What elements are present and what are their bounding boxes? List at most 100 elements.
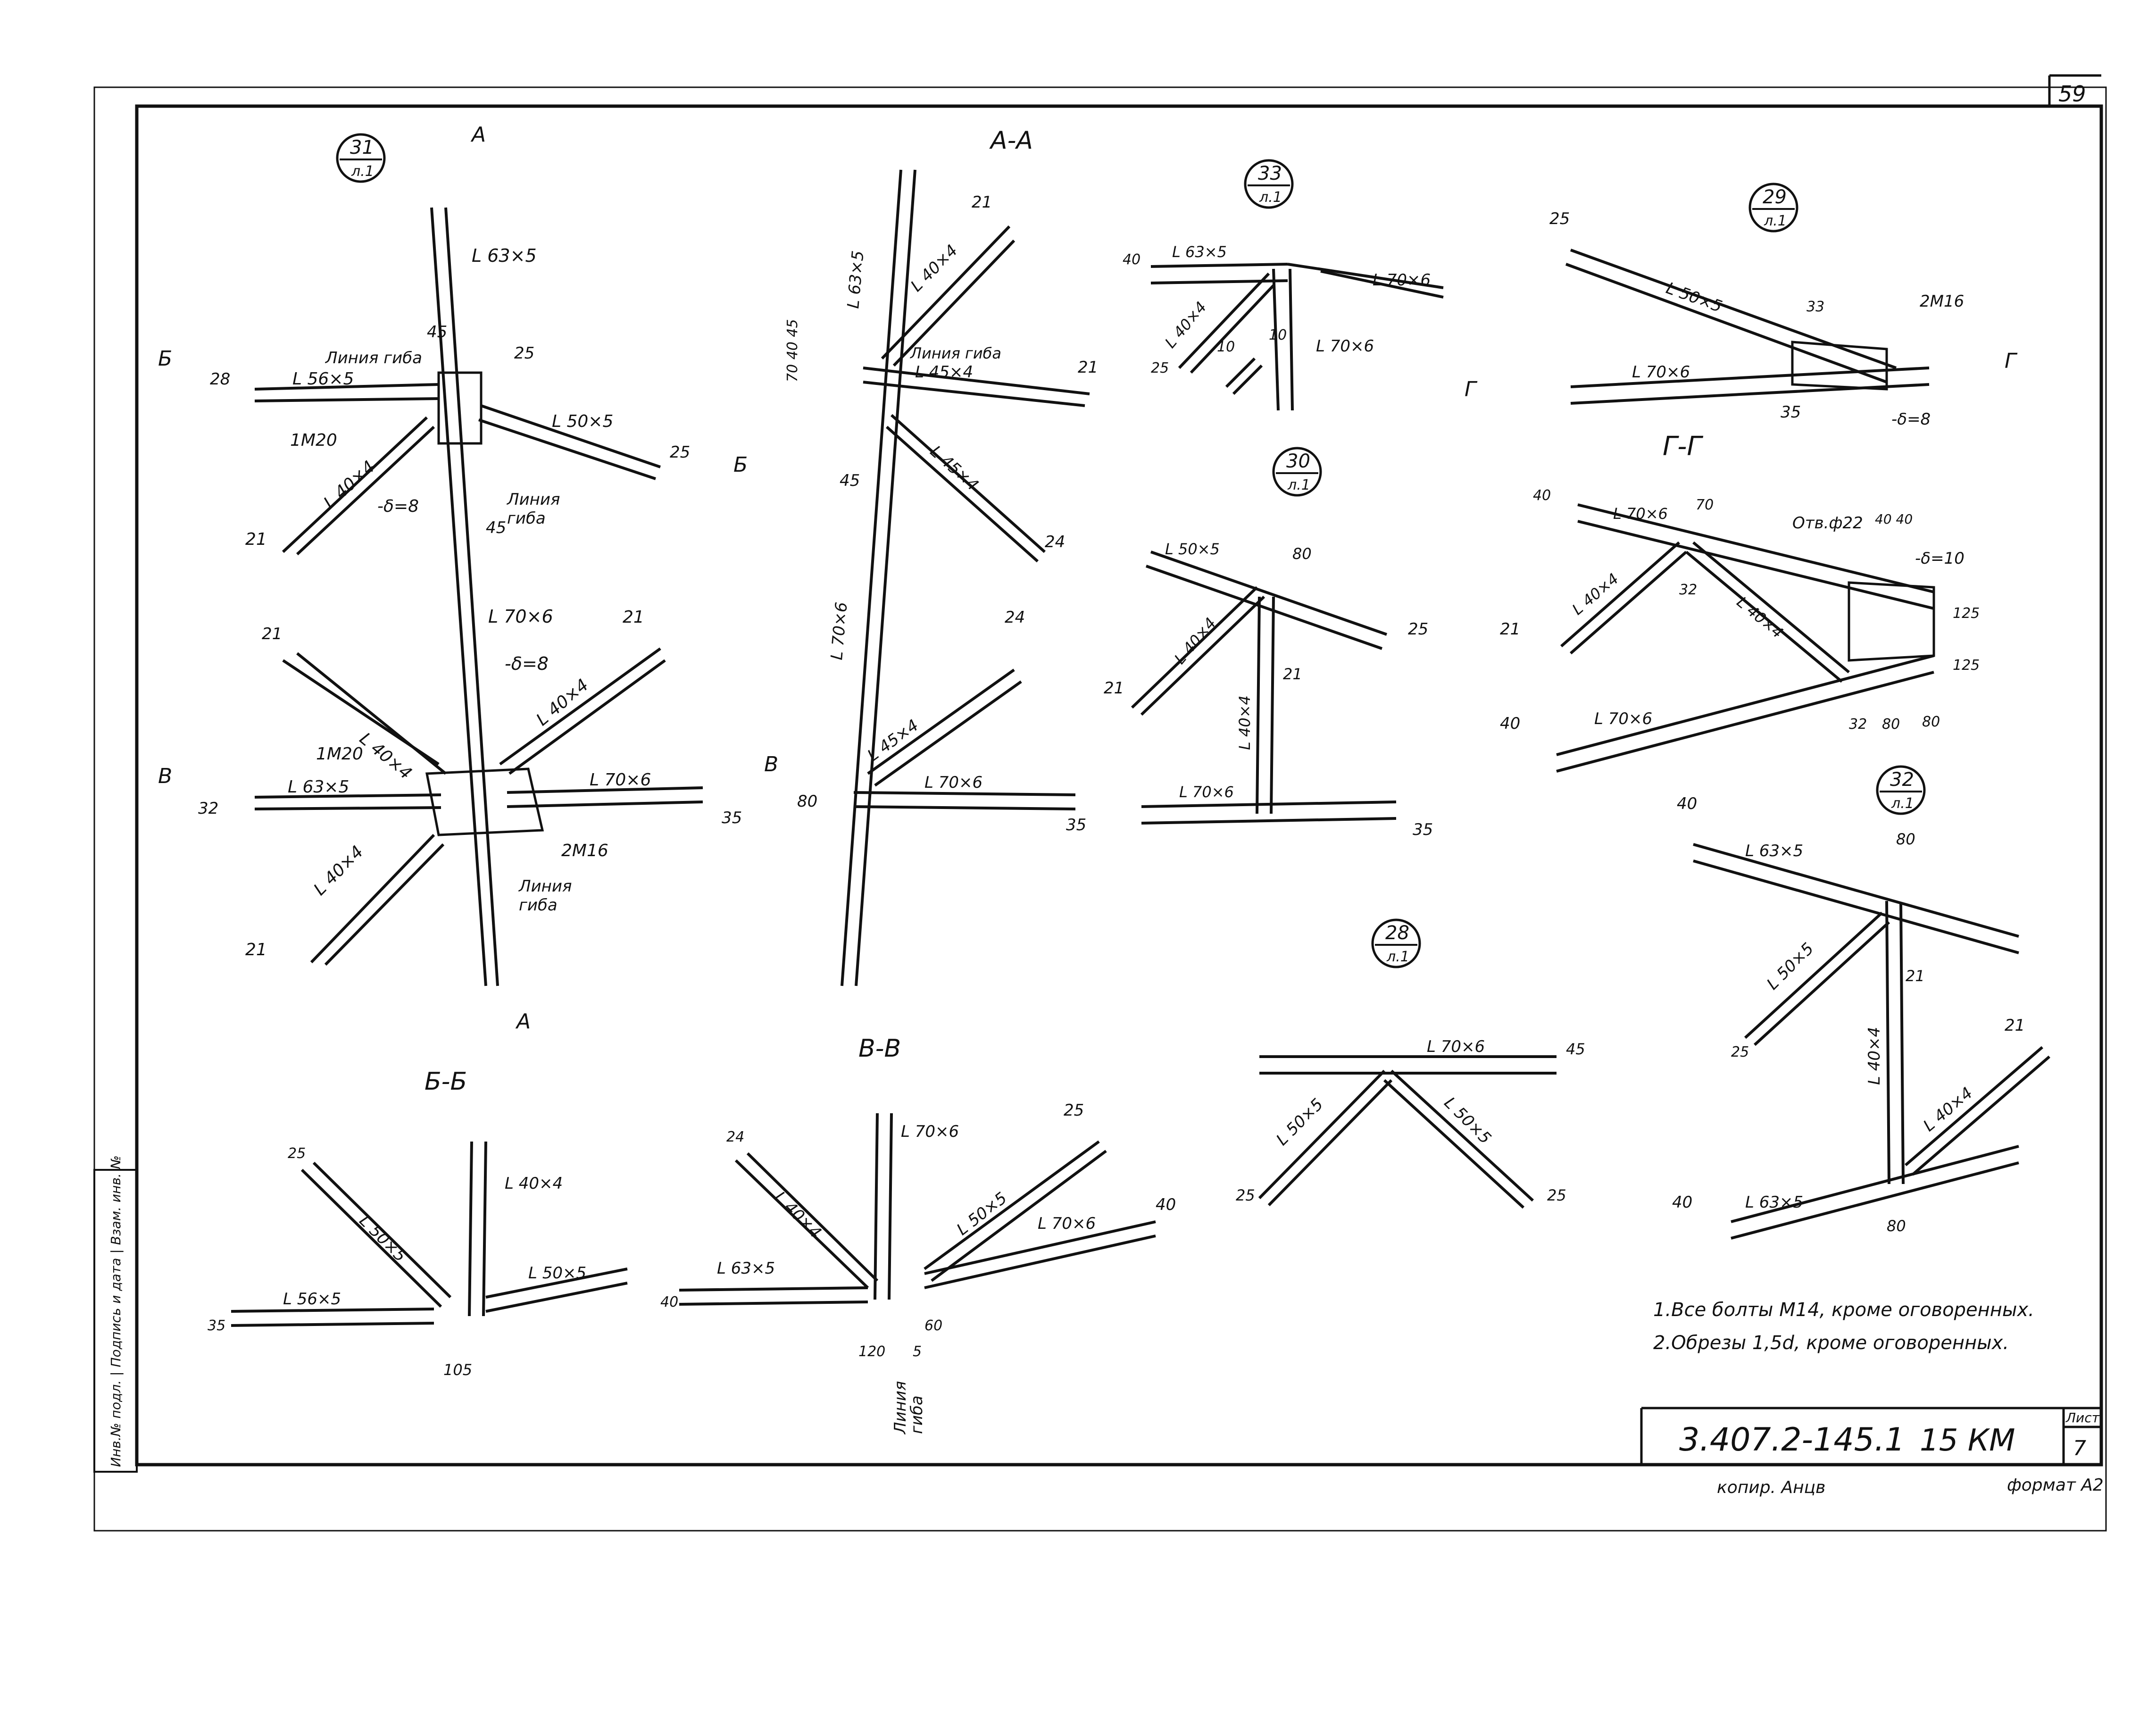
section-BB-drawing xyxy=(231,1141,628,1327)
label-plate8-a: -δ=8 xyxy=(377,497,419,516)
label-L40x4-g: L 40×4 xyxy=(1171,614,1220,667)
label-L40x4-m: L 40×4 xyxy=(505,1174,563,1193)
svg-text:л.1: л.1 xyxy=(1386,949,1409,965)
svg-text:28: 28 xyxy=(210,370,230,389)
label-L63x5-b: L 63×5 xyxy=(288,777,349,797)
note-2: 2.Обрезы 1,5d, кроме оговоренных. xyxy=(1653,1332,2009,1354)
mark-15KM: 15 КМ xyxy=(1920,1423,2015,1458)
svg-text:28: 28 xyxy=(1385,922,1409,944)
label-L56x5-a: L 56×5 xyxy=(292,369,354,389)
label-L70x6-c: L 70×6 xyxy=(827,601,851,661)
svg-text:70: 70 xyxy=(1696,497,1714,513)
svg-text:35: 35 xyxy=(1066,816,1086,834)
label-L40x4-e: L 40×4 xyxy=(907,241,961,295)
svg-text:25: 25 xyxy=(1547,1186,1566,1204)
label-L56x5-b: L 56×5 xyxy=(283,1290,341,1309)
label-2M16-a: 2М16 xyxy=(561,841,608,860)
svg-text:21: 21 xyxy=(1906,967,1925,985)
note-1: 1.Все болты М14, кроме оговоренных. xyxy=(1653,1299,2034,1321)
label-M20-b: 1М20 xyxy=(316,744,363,764)
label-L63x5-e: L 63×5 xyxy=(1745,842,1803,860)
title-block xyxy=(1640,1407,2101,1465)
node-31-drawing xyxy=(254,207,703,986)
designation: 3.407.2-145.1 xyxy=(1679,1421,1905,1459)
label-2M16-b: 2М16 xyxy=(1920,292,1964,311)
label-bend-line-e1: Линия xyxy=(891,1381,910,1435)
label-L63x5-a: L 63×5 xyxy=(472,245,537,266)
svg-text:32: 32 xyxy=(1679,582,1697,598)
svg-text:40: 40 xyxy=(1677,794,1697,813)
side-stamp-text: Инв.№ подл. | Подпись и дата | Взам. инв… xyxy=(108,1155,124,1467)
svg-text:25: 25 xyxy=(1151,360,1169,376)
section-title-GG: Г-Г xyxy=(1663,431,1703,462)
svg-text:21: 21 xyxy=(1283,665,1302,683)
node-31-ref: 31 л.1 xyxy=(336,133,386,183)
node-29-ref: 29 л.1 xyxy=(1748,183,1798,233)
format-label: формат А2 xyxy=(2007,1476,2104,1495)
label-L70x6-a: L 70×6 xyxy=(488,606,553,627)
svg-text:40: 40 xyxy=(1156,1195,1176,1214)
node-32-ref: 32 л.1 xyxy=(1876,765,1926,815)
node-33-ref: 33 л.1 xyxy=(1244,159,1294,209)
svg-text:35: 35 xyxy=(1781,403,1801,422)
label-L70x6-e: L 70×6 xyxy=(1373,271,1431,290)
svg-text:125: 125 xyxy=(1953,657,1980,674)
svg-text:л.1: л.1 xyxy=(1891,795,1914,812)
svg-text:21: 21 xyxy=(1078,358,1098,377)
mark-G-left: Г xyxy=(1465,377,1478,401)
label-L40x4-k: L 40×4 xyxy=(1865,1027,1884,1085)
svg-text:24: 24 xyxy=(726,1129,744,1145)
label-L63x5-c: L 63×5 xyxy=(844,250,868,309)
label-plate10: -δ=10 xyxy=(1915,549,1965,568)
label-bend-line-b1: Линия xyxy=(506,490,560,509)
svg-text:21: 21 xyxy=(1104,679,1124,698)
label-L70x6-i: L 70×6 xyxy=(1613,505,1668,523)
label-L63x5-g: L 63×5 xyxy=(717,1259,775,1278)
label-L40x4-j: L 40×4 xyxy=(1733,593,1787,642)
svg-text:5: 5 xyxy=(913,1343,922,1360)
section-title-BB: Б-Б xyxy=(425,1067,467,1096)
sheet-label: Лист xyxy=(2065,1410,2100,1426)
svg-text:32: 32 xyxy=(1849,716,1867,733)
label-L50x5-g: L 50×5 xyxy=(356,1211,410,1266)
mark-A-top: А xyxy=(470,123,486,147)
label-L70x6-g: L 70×6 xyxy=(1632,363,1690,382)
label-L40x4-b: L 40×4 xyxy=(356,729,415,783)
svg-text:32: 32 xyxy=(1890,769,1914,791)
node-30-drawing xyxy=(1131,550,1397,825)
section-GG-drawing xyxy=(1556,503,1935,773)
section-AA-drawing xyxy=(841,169,1090,986)
label-plate8-b: -δ=8 xyxy=(505,653,549,674)
svg-text:35: 35 xyxy=(722,809,742,827)
svg-text:25: 25 xyxy=(1064,1101,1084,1120)
node-29-drawing xyxy=(1565,249,1930,405)
page-number: 59 xyxy=(2058,81,2086,107)
label-L45x4-a: L 45×4 xyxy=(915,363,973,382)
mark-B-left: Б xyxy=(158,347,172,371)
label-L70x6-b: L 70×6 xyxy=(590,770,651,790)
label-bend-line-c2: гиба xyxy=(519,896,558,915)
node-32-drawing xyxy=(1693,843,2050,1240)
svg-text:л.1: л.1 xyxy=(1259,189,1282,206)
label-L40x4-i: L 40×4 xyxy=(1569,570,1622,619)
svg-text:45: 45 xyxy=(486,518,506,537)
svg-text:105: 105 xyxy=(443,1361,472,1379)
mark-B-right: Б xyxy=(733,453,748,477)
sheet-frame xyxy=(93,74,2107,1532)
svg-text:32: 32 xyxy=(198,799,218,818)
svg-text:120: 120 xyxy=(858,1343,885,1360)
label-bend-line-c1: Линия xyxy=(518,877,572,896)
label-L70x6-f: L 70×6 xyxy=(1316,337,1374,356)
label-L40x4-d: L 40×4 xyxy=(310,842,367,899)
svg-text:21: 21 xyxy=(1500,620,1520,639)
label-L70x6-d: L 70×6 xyxy=(924,773,982,792)
mark-G-right: Г xyxy=(2005,349,2018,373)
svg-text:25: 25 xyxy=(1549,209,1570,228)
svg-text:л.1: л.1 xyxy=(351,163,374,180)
label-bend-line-a: Линия гиба xyxy=(325,349,422,367)
label-hole: Отв.ф22 xyxy=(1792,514,1863,533)
svg-text:10: 10 xyxy=(1269,327,1287,343)
svg-text:80: 80 xyxy=(1292,545,1312,563)
svg-text:10: 10 xyxy=(1217,339,1235,355)
